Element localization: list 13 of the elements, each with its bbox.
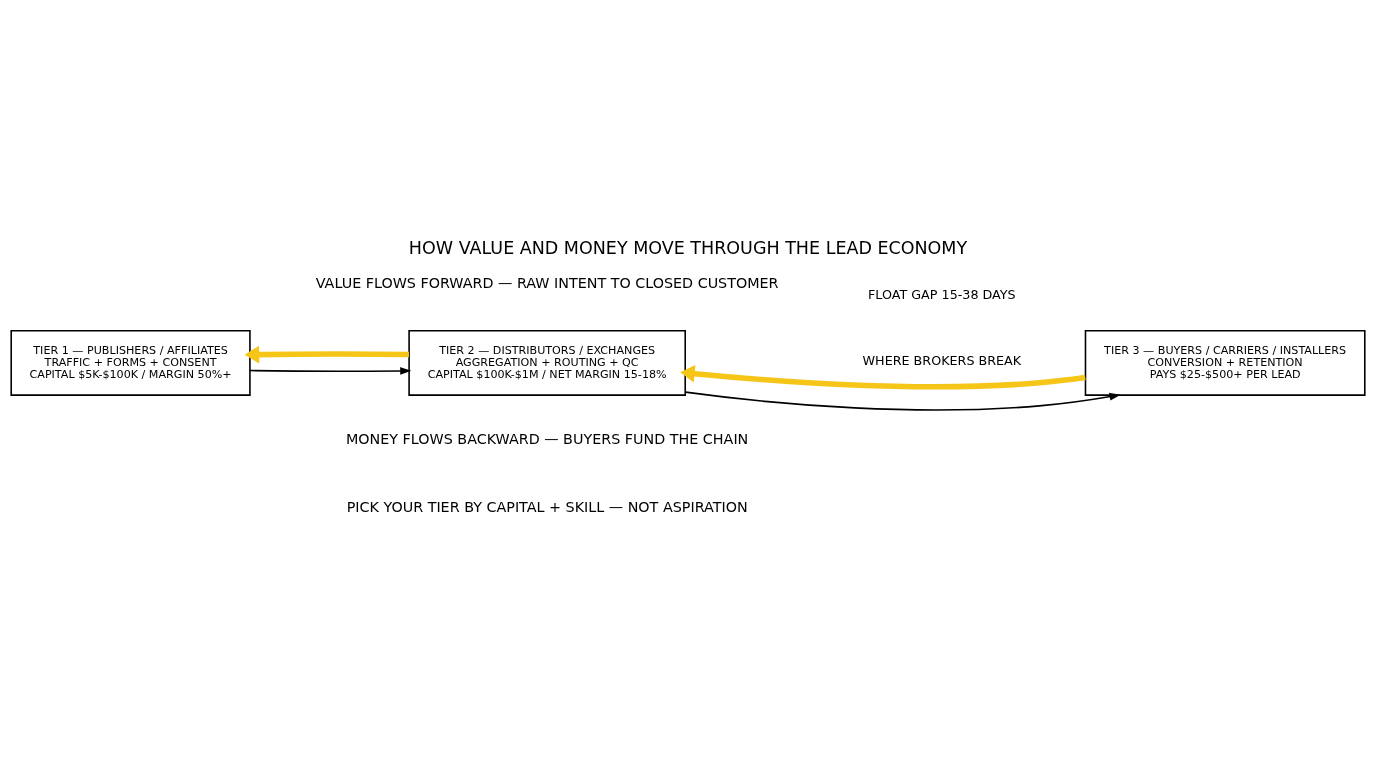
- label: VALUE FLOWS FORWARD — RAW INTENT TO CLOSED CUSTOMER: [315, 275, 779, 292]
- arrow: [680, 364, 1086, 390]
- label: PICK YOUR TIER BY CAPITAL + SKILL — NOT ASPIRATION: [346, 499, 748, 516]
- arrow: [249, 367, 412, 375]
- label: FLOAT GAP 15-38 DAYS: [868, 287, 1016, 303]
- label: MONEY FLOWS BACKWARD — BUYERS FUND THE CHAIN: [345, 431, 749, 448]
- label: WHERE BROKERS BREAK: [862, 353, 1022, 369]
- node-box: TIER 1 — PUBLISHERS / AFFILIATES TRAFFIC + FORMS + CONSENT CAPITAL $5K-$100K / MARGIN 50%+: [10, 329, 251, 396]
- node-box: TIER 3 — BUYERS / CARRIERS / INSTALLERS CONVERSION + RETENTION PAYS $25-$500+ PER LEAD: [1084, 329, 1366, 396]
- node-box: TIER 2 — DISTRIBUTORS / EXCHANGES AGGREGATION + ROUTING + QC CAPITAL $100K-$1M / NET MARGIN 15-18%: [408, 329, 686, 396]
- arrow: [684, 391, 1121, 411]
- arrow: [244, 345, 409, 364]
- diagram-title: HOW VALUE AND MONEY MOVE THROUGH THE LEAD ECONOMY: [408, 238, 968, 259]
